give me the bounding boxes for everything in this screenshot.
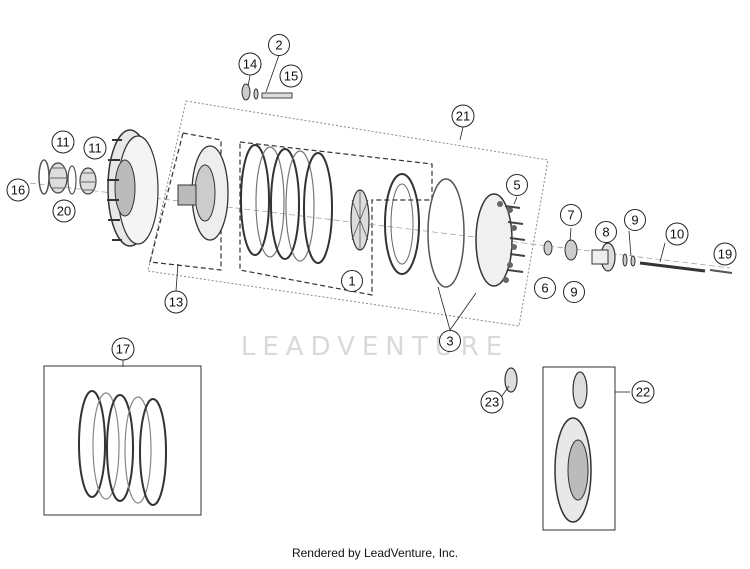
svg-text:7: 7 xyxy=(567,208,574,223)
pressure-plate xyxy=(384,173,420,275)
kit-17-plates xyxy=(78,390,167,506)
washer-6 xyxy=(543,240,553,256)
svg-text:23: 23 xyxy=(485,395,499,410)
kit-frame-13 xyxy=(149,132,222,271)
svg-text:3: 3 xyxy=(446,334,453,349)
pin-19 xyxy=(709,269,733,274)
washer-2 xyxy=(253,88,259,100)
callout-13: 13 xyxy=(164,290,188,314)
svg-text:10: 10 xyxy=(670,227,684,242)
callout-11a: 11 xyxy=(51,130,75,154)
svg-text:13: 13 xyxy=(169,295,183,310)
bearing-14 xyxy=(241,83,251,101)
svg-text:17: 17 xyxy=(116,342,130,357)
svg-text:2: 2 xyxy=(275,38,282,53)
clutch-basket xyxy=(107,129,159,247)
callout-6: 6 xyxy=(534,277,556,299)
callout-10: 10 xyxy=(665,222,689,246)
callout-19: 19 xyxy=(713,242,737,266)
cover-plate xyxy=(475,193,517,287)
callout-7: 7 xyxy=(560,204,582,226)
bearing-8 xyxy=(591,242,616,272)
callout-23: 23 xyxy=(480,390,504,414)
svg-text:15: 15 xyxy=(284,69,298,84)
washer-20 xyxy=(67,165,77,195)
callout-9b: 9 xyxy=(624,209,646,231)
kit-box-17 xyxy=(43,365,202,516)
bolts xyxy=(504,205,526,273)
needle-bearing-11a xyxy=(48,162,68,194)
svg-text:8: 8 xyxy=(602,225,609,240)
svg-text:14: 14 xyxy=(243,57,257,72)
svg-text:16: 16 xyxy=(11,183,25,198)
svg-text:11: 11 xyxy=(88,141,102,156)
svg-text:19: 19 xyxy=(718,247,732,262)
callout-5: 5 xyxy=(506,174,528,196)
bearing-23 xyxy=(504,367,518,393)
svg-text:22: 22 xyxy=(636,385,650,400)
kit-frame-21 xyxy=(147,100,549,327)
callout-1: 1 xyxy=(341,270,363,292)
push-rod-10 xyxy=(639,261,706,273)
svg-text:5: 5 xyxy=(513,178,520,193)
kit-box-22 xyxy=(542,366,616,531)
inner-hub xyxy=(177,145,229,241)
callout-8: 8 xyxy=(595,221,617,243)
leader-lines xyxy=(122,54,666,397)
diaphragm-spring xyxy=(350,189,370,251)
callout-20: 20 xyxy=(52,199,76,223)
callout-9a: 9 xyxy=(563,281,585,303)
footer-credit: Rendered by LeadVenture, Inc. xyxy=(291,546,459,560)
friction-disc xyxy=(427,178,465,288)
callout-22: 22 xyxy=(631,380,655,404)
callout-3: 3 xyxy=(439,330,461,352)
callout-15: 15 xyxy=(279,64,303,88)
bolt-15 xyxy=(261,92,293,99)
svg-text:9: 9 xyxy=(631,213,638,228)
svg-text:1: 1 xyxy=(348,274,355,289)
kit-22-gears xyxy=(554,371,592,523)
svg-text:11: 11 xyxy=(56,135,70,150)
callout-14: 14 xyxy=(238,52,262,76)
clutch-plates xyxy=(240,144,333,264)
callout-2: 2 xyxy=(268,34,290,56)
washers-9 xyxy=(622,253,636,267)
callout-11b: 11 xyxy=(83,136,107,160)
needle-bearing-11b xyxy=(79,167,97,195)
svg-text:9: 9 xyxy=(570,285,577,300)
svg-text:20: 20 xyxy=(57,204,71,219)
svg-text:21: 21 xyxy=(456,109,470,124)
kit-frame-inner xyxy=(239,141,433,296)
snap-ring-16 xyxy=(38,159,50,195)
callout-21: 21 xyxy=(451,104,475,128)
watermark: LEADVENTURE xyxy=(241,332,509,362)
svg-text:6: 6 xyxy=(541,281,548,296)
callout-16: 16 xyxy=(6,178,30,202)
callout-17: 17 xyxy=(111,337,135,361)
nut-7 xyxy=(564,239,578,261)
